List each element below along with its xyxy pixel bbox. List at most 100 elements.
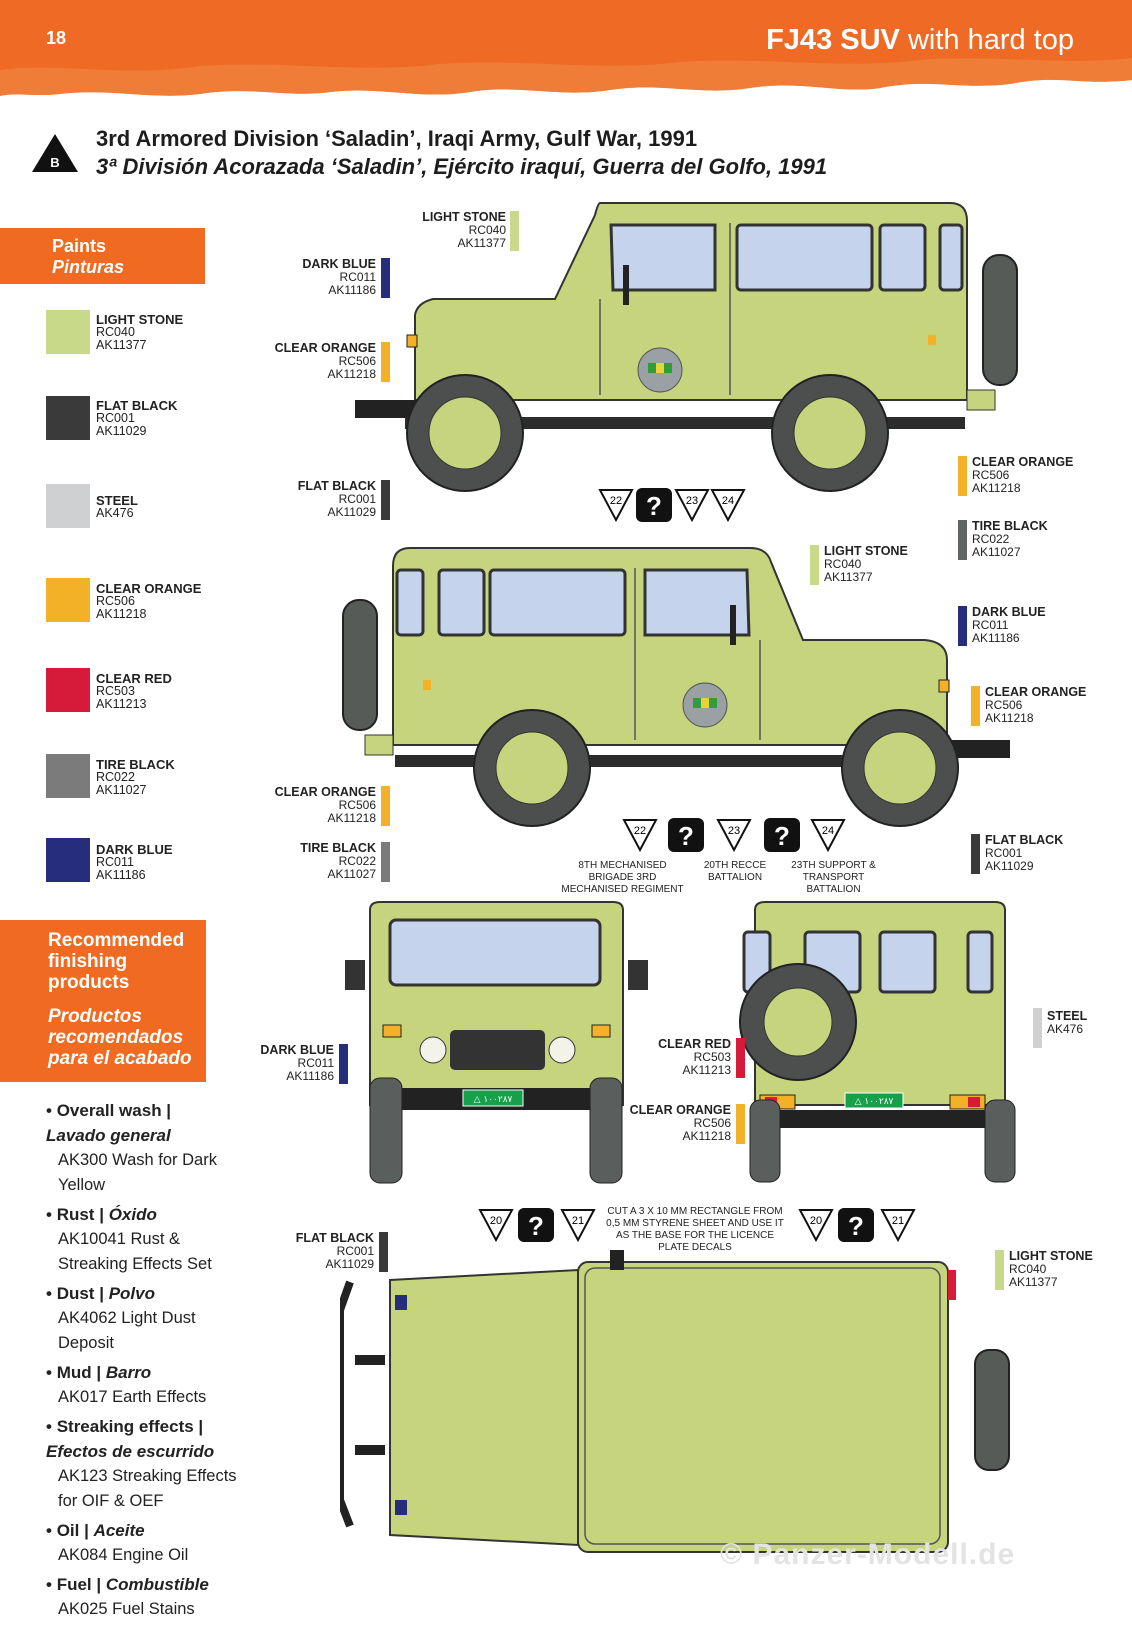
callout-name: DARK BLUE xyxy=(302,257,376,271)
decal-marker-unknown: ? xyxy=(838,1208,874,1242)
swatch-code: AK476 xyxy=(96,506,134,520)
decal-marker-23: 23 xyxy=(674,489,710,523)
decal-markers-side1: 22 ? 23 24 xyxy=(598,488,746,523)
decal-marker-21: 21 xyxy=(880,1209,916,1243)
callout-code: RC011 xyxy=(297,1056,334,1070)
callout-color-bar xyxy=(736,1038,745,1078)
product-item: • Dust | Polvo AK4062 Light Dust Deposit xyxy=(46,1281,246,1356)
finishing-heading-box: Recommended finishing products Productos… xyxy=(0,920,206,1082)
scheme-title-es: 3ª División Acorazada ‘Saladin’, Ejércit… xyxy=(96,154,828,179)
callout-color-bar xyxy=(339,1044,348,1084)
callout-name: CLEAR ORANGE xyxy=(629,1103,731,1117)
callout-code: RC506 xyxy=(338,798,376,812)
callout-code: AK11218 xyxy=(327,367,377,381)
callout-code: AK11029 xyxy=(985,859,1034,873)
decal-marker-question: ? xyxy=(646,491,662,521)
product-title-es: Efectos de escurrido xyxy=(46,1442,215,1461)
callout-name: STEEL xyxy=(1047,1009,1088,1023)
decal-marker-number: 23 xyxy=(728,825,740,837)
decal-marker-question: ? xyxy=(774,821,790,851)
callout-color-bar xyxy=(995,1250,1004,1290)
product-title: Streaking effects | xyxy=(56,1417,204,1436)
callout-code: RC001 xyxy=(338,492,376,506)
watermark: © Panzer-Modell.de xyxy=(720,1538,1016,1571)
callout-code: AK476 xyxy=(1047,1022,1084,1036)
callout-color-bar xyxy=(381,342,390,382)
callout-name: DARK BLUE xyxy=(260,1043,334,1057)
product-title: Mud | xyxy=(56,1363,102,1382)
decal-marker-20: 20 xyxy=(478,1209,514,1243)
callout-color-bar xyxy=(379,1232,388,1272)
swatch-name: FLAT BLACK xyxy=(96,398,178,413)
swatch-name: DARK BLUE xyxy=(96,842,173,857)
callout-name: TIRE BLACK xyxy=(972,519,1048,533)
decal-marker-unknown: ? xyxy=(668,818,704,852)
swatch-code: RC001 xyxy=(96,411,135,425)
callout-color-bar xyxy=(971,686,980,726)
decal-marker-number: 20 xyxy=(490,1215,502,1227)
scheme-badge-icon: B xyxy=(32,134,78,172)
callout-code: AK11218 xyxy=(972,481,1021,495)
callout-name: DARK BLUE xyxy=(972,605,1046,619)
swatch-code: AK11218 xyxy=(96,607,147,621)
decal-markers-front: 20 ? 21 xyxy=(478,1208,596,1243)
decal-marker-24: 24 xyxy=(710,489,746,523)
swatch-code: AK11377 xyxy=(96,338,147,352)
product-title-es: Polvo xyxy=(108,1284,155,1303)
callout-code: RC011 xyxy=(972,618,1009,632)
callout-name: FLAT BLACK xyxy=(985,833,1064,847)
paints-heading-box: Paints Pinturas xyxy=(0,228,205,284)
product-title-es: Lavado general xyxy=(46,1126,171,1145)
decal-marker-question: ? xyxy=(848,1211,864,1241)
swatch-code: AK11027 xyxy=(96,783,147,797)
callout-code: AK11377 xyxy=(1009,1275,1058,1289)
front-plate-text: △ ١٠٠٢٨٧ xyxy=(474,1095,513,1105)
callout-color-bar xyxy=(1033,1008,1042,1048)
callout-code: AK11027 xyxy=(327,867,377,881)
callout-name: LIGHT STONE xyxy=(824,544,908,558)
paints-heading-es: Pinturas xyxy=(52,257,125,277)
callout-color-bar xyxy=(510,211,519,251)
callout-name: TIRE BLACK xyxy=(300,841,376,855)
callout-name: LIGHT STONE xyxy=(422,210,506,224)
product-item: • Streaking effects | Efectos de escurri… xyxy=(46,1414,246,1514)
decal-marker-20: 20 xyxy=(798,1209,834,1243)
finishing-products-list: • Overall wash | Lavado general AK300 Wa… xyxy=(46,1098,246,1626)
rear-plate-text: △ ١٠٠٢٨٧ xyxy=(855,1097,894,1107)
finishing-heading: Recommended finishing products xyxy=(48,930,185,993)
callout-code: AK11029 xyxy=(325,1257,375,1271)
callout-code: RC040 xyxy=(468,223,506,237)
decal-marker-23: 23 xyxy=(716,819,752,853)
callout-name: FLAT BLACK xyxy=(295,1231,374,1245)
scheme-badge-letter: B xyxy=(50,155,59,170)
product-name: AK4062 Light Dust Deposit xyxy=(58,1309,196,1352)
decal-marker-number: 20 xyxy=(810,1215,822,1227)
product-title: Fuel | xyxy=(56,1575,102,1594)
swatch-code: RC040 xyxy=(96,325,135,339)
swatch-code: RC506 xyxy=(96,594,135,608)
callout-code: AK11213 xyxy=(682,1063,732,1077)
product-name: AK017 Earth Effects xyxy=(58,1388,207,1406)
product-name: AK300 Wash for Dark Yellow xyxy=(58,1151,217,1194)
decal-marker-24: 24 xyxy=(810,819,846,853)
side-view-left-drawing xyxy=(355,202,1018,492)
decal-marker-question: ? xyxy=(528,1211,544,1241)
swatch-name: CLEAR RED xyxy=(96,671,172,686)
swatch-light-stone xyxy=(46,310,90,354)
decal-marker-number: 22 xyxy=(634,825,646,837)
decal-marker-unknown: ? xyxy=(518,1208,554,1242)
product-name: AK123 Streaking Effects for OIF & OEF xyxy=(58,1467,237,1510)
callout-code: AK11218 xyxy=(327,811,377,825)
page-number: 18 xyxy=(46,28,67,48)
product-title-es: Combustible xyxy=(105,1575,209,1594)
